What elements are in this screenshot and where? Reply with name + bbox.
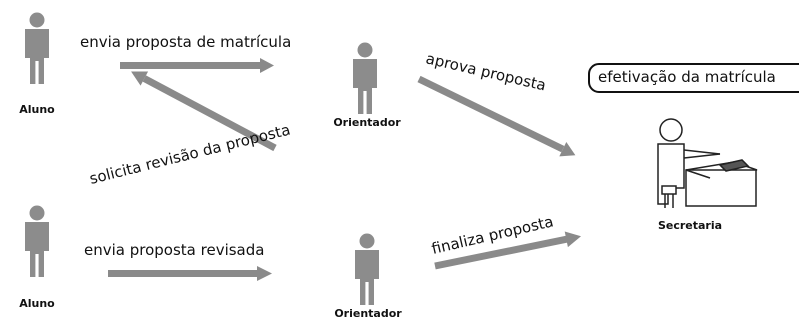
secretaria-icon: [657, 118, 758, 208]
label-envia-proposta: envia proposta de matrícula: [80, 33, 291, 51]
orientador-top-icon: [353, 42, 377, 114]
aluno-bottom-icon: [25, 205, 49, 277]
actor-label-secretaria: Secretaria: [658, 219, 722, 232]
arrow-envia-proposta: [120, 58, 274, 73]
efetivacao-label: efetivação da matrícula: [598, 68, 776, 86]
actor-label-aluno-bottom: Aluno: [19, 297, 55, 310]
label-envia-revisada: envia proposta revisada: [84, 241, 264, 259]
efetivacao-box: [588, 63, 799, 93]
label-solicita-revisao: solicita revisão da proposta: [88, 121, 292, 188]
arrow-solicita-revisao: [131, 71, 277, 152]
arrow-envia-revisada: [108, 266, 272, 281]
actor-label-orientador-bottom: Orientador: [334, 307, 402, 320]
orientador-bottom-icon: [355, 233, 379, 305]
actor-label-aluno-top: Aluno: [19, 103, 55, 116]
arrow-finaliza-proposta: [434, 231, 582, 270]
aluno-top-icon: [25, 12, 49, 84]
arrow-aprova-proposta: [417, 75, 576, 157]
actor-label-orientador-top: Orientador: [333, 116, 401, 129]
